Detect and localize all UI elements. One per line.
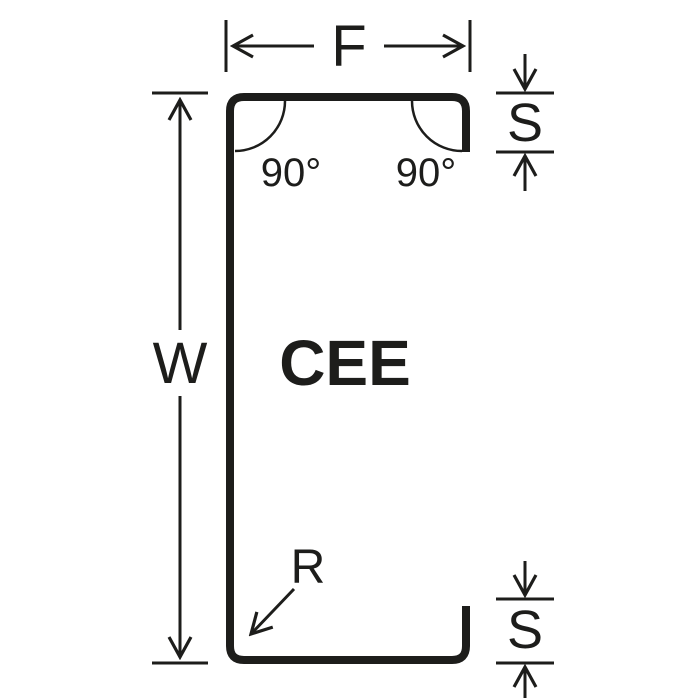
radius-label: R: [291, 541, 326, 594]
radius-arrow: [251, 587, 296, 634]
radius-callout: R: [251, 541, 325, 634]
flange-width-dimension: F: [224, 14, 472, 79]
cee-profile-outline: [226, 93, 470, 664]
lip-bottom-dimension: S: [496, 561, 554, 698]
lip-bottom-label: S: [507, 600, 543, 660]
flange-width-label: F: [331, 14, 366, 79]
profile-name-label: CEE: [279, 327, 411, 399]
lip-top-dimension: S: [496, 54, 554, 191]
web-height-label: W: [153, 331, 208, 396]
lip-top-label: S: [507, 93, 543, 153]
corner-angle-top-right-label: 90°: [396, 151, 457, 195]
corner-arc-top-left: [234, 100, 287, 153]
web-height-dimension: W: [152, 91, 208, 665]
corner-angle-top-left-label: 90°: [261, 151, 322, 195]
corner-arc-top-right: [410, 100, 463, 153]
